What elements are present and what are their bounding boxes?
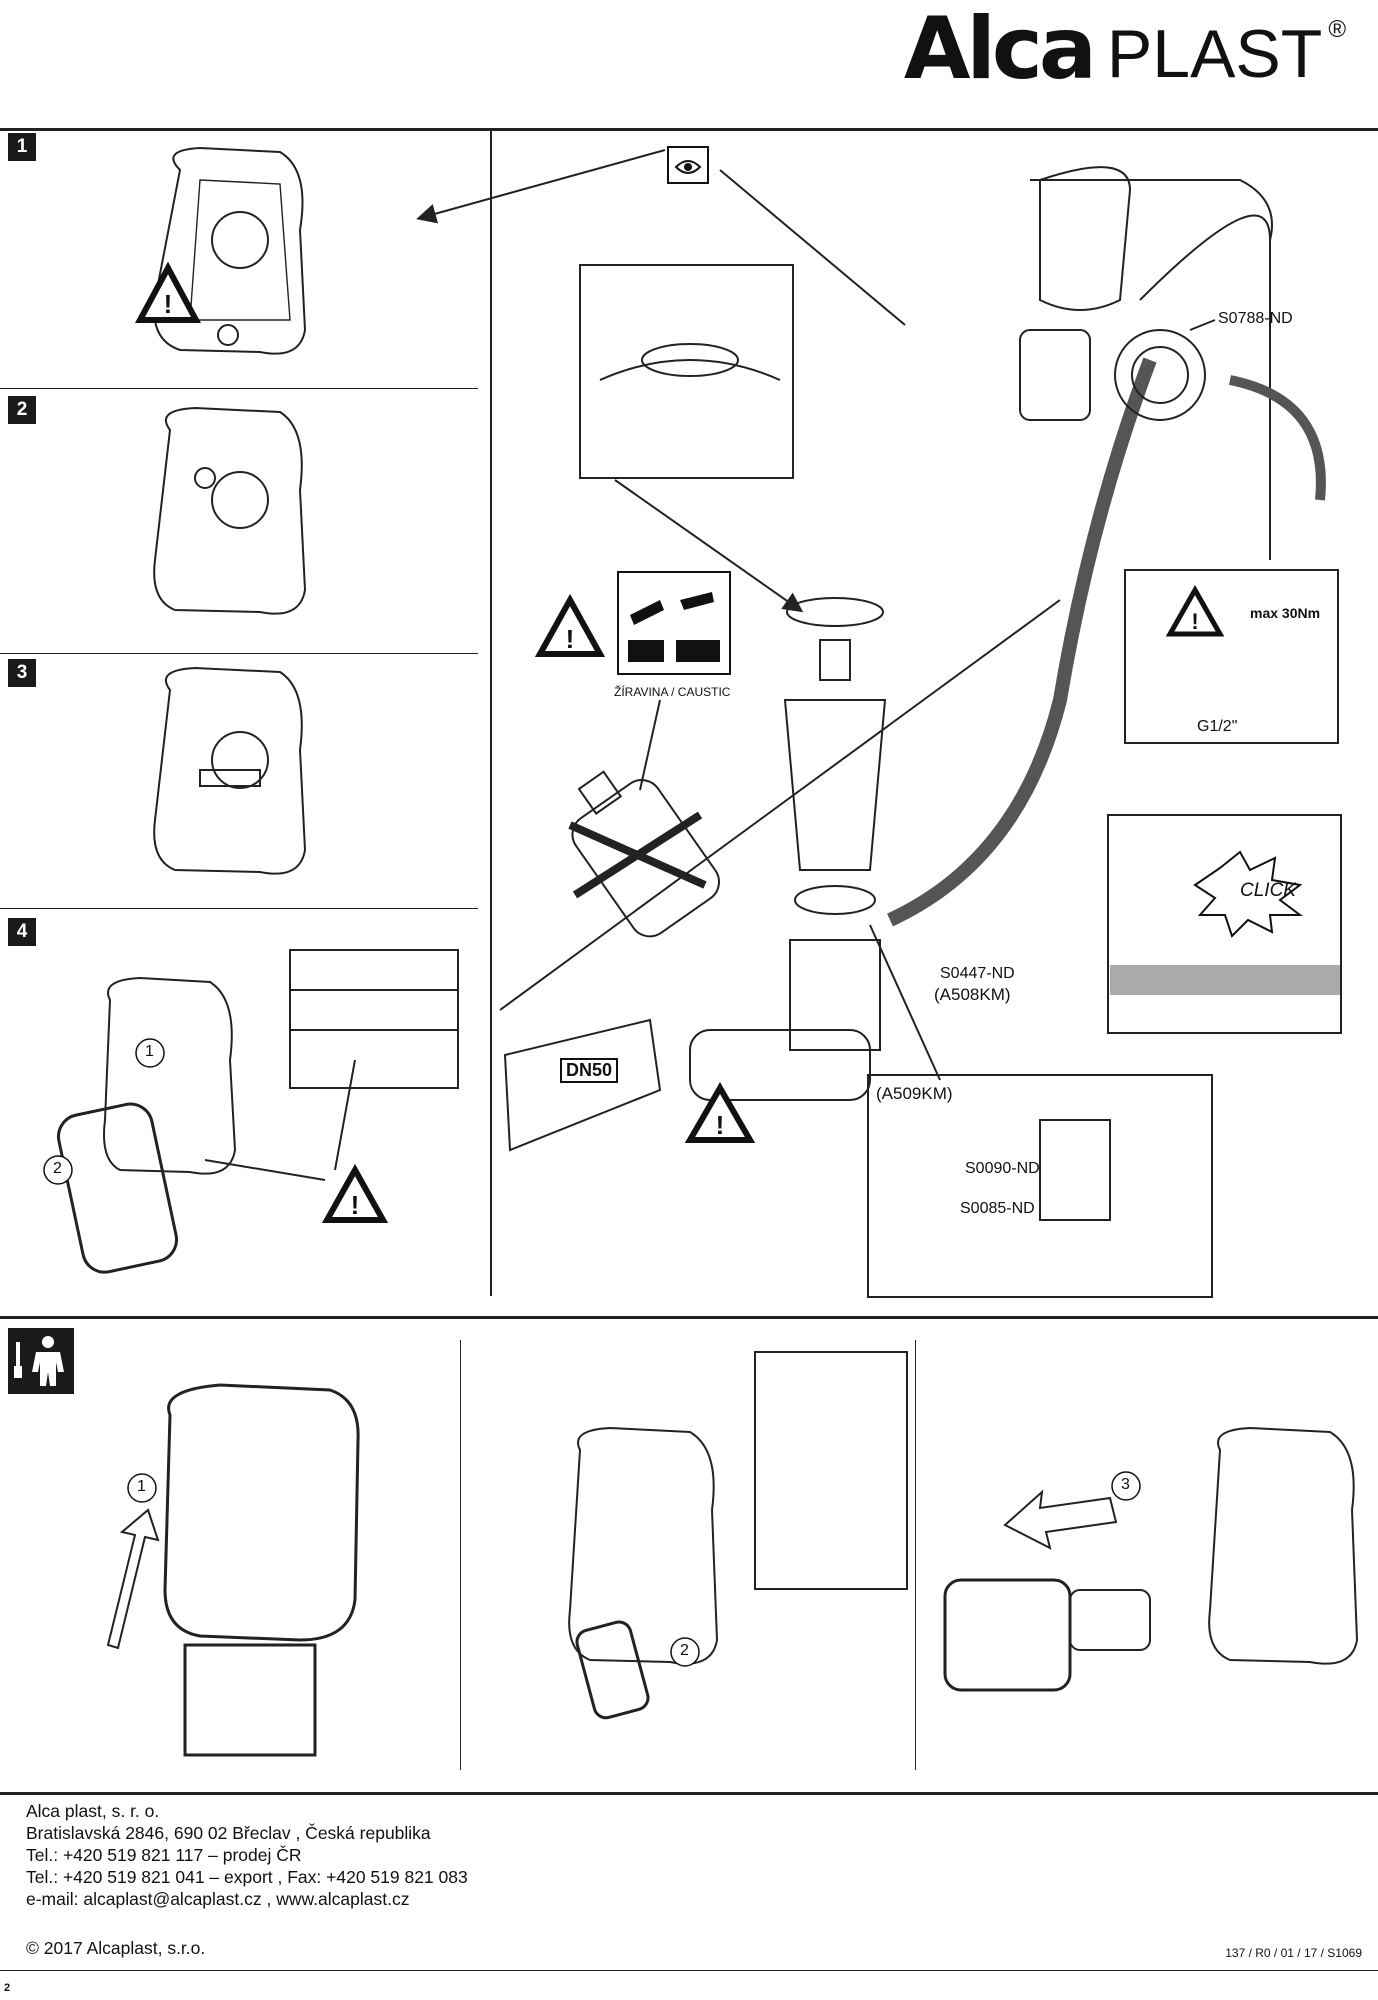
- circle-label-b3: 3: [1121, 1476, 1130, 1493]
- eye-icon: [667, 146, 709, 184]
- step2-overflow-housing: [153, 406, 307, 615]
- tools-worker-glyph: [14, 1336, 64, 1386]
- warning-icon-torque: !: [1165, 584, 1225, 637]
- circle-label-b2: 2: [680, 1642, 689, 1659]
- step-3-badge: 3: [8, 659, 36, 687]
- label-caustic: ŽÍRAVINA / CAUSTIC: [614, 685, 731, 699]
- number-circles: [43, 1038, 1141, 1667]
- page-number: 2: [4, 1982, 11, 1994]
- label-s0085: S0085-ND: [960, 1200, 1035, 1217]
- circle-label-4-2: 2: [53, 1160, 62, 1177]
- left-arrow-icon: [1003, 1489, 1118, 1550]
- svg-text:!: !: [164, 289, 173, 319]
- mid-rule: [0, 1316, 1378, 1319]
- step-4-badge: 4: [8, 918, 36, 946]
- inset-pop-up-plug: [579, 264, 794, 479]
- step3-overflow-housing: [153, 666, 307, 875]
- step4-assembly: [57, 949, 459, 1274]
- label-a508: (A508KM): [934, 985, 1011, 1004]
- bottom-final-housing: [943, 1426, 1359, 1692]
- bottom-divider-1: [460, 1340, 461, 1770]
- click-burst: [1193, 850, 1303, 938]
- warning-icon-caustic: !: [534, 593, 606, 657]
- circle-label-4-1: 1: [145, 1043, 154, 1060]
- warning-icon: !: [134, 261, 202, 323]
- footer-copyright: © 2017 Alcaplast, s.r.o.: [26, 1938, 206, 1958]
- vertical-divider: [490, 131, 492, 1296]
- bathtub-outline: [499, 179, 1273, 1011]
- footer-code-rule: [0, 1970, 1378, 1971]
- bottom-install-housing: [568, 1351, 908, 1720]
- step-1-badge: 1: [8, 133, 36, 161]
- step1-overflow-housing: [153, 146, 307, 355]
- alcaplast-logo: Alca PLAST ®: [904, 6, 1346, 92]
- label-click: CLICK: [1240, 880, 1296, 901]
- logo-alca: Alca: [903, 0, 1097, 99]
- svg-text:!: !: [716, 1110, 725, 1140]
- logo-registered: ®: [1328, 16, 1346, 43]
- label-g12: G1/2": [1197, 718, 1238, 735]
- footer-tel-2: Tel.: +420 519 821 041 – export , Fax: +…: [26, 1867, 468, 1887]
- step-divider-3: [0, 908, 478, 909]
- top-rule: [0, 128, 1378, 131]
- footer-company: Alca plast, s. r. o.: [26, 1801, 160, 1821]
- inset-click-detail: [1107, 814, 1342, 1034]
- label-s0447: S0447-ND: [940, 965, 1015, 982]
- up-arrow-icon: [106, 1508, 160, 1650]
- logo-plast: PLAST: [1106, 16, 1323, 92]
- step-2-badge: 2: [8, 396, 36, 424]
- footer-email: e-mail: alcaplast@alcaplast.cz , www.alc…: [26, 1889, 410, 1909]
- label-s0090: S0090-ND: [965, 1160, 1040, 1177]
- step-divider-1: [0, 388, 478, 389]
- inset-connection-detail: [1124, 569, 1339, 744]
- footer-contact: Alca plast, s. r. o. Bratislavská 2846, …: [26, 1800, 468, 1910]
- svg-text:!: !: [1191, 609, 1198, 634]
- label-s0788: S0788-ND: [1218, 310, 1293, 327]
- label-a509: (A509KM): [876, 1084, 953, 1103]
- corrosive-pictogram: [617, 571, 731, 675]
- drain-assembly: [503, 597, 887, 1152]
- overflow-exploded-parts: [1019, 166, 1326, 501]
- footer-tel-1: Tel.: +420 519 821 117 – prodej ČR: [26, 1845, 302, 1865]
- svg-text:!: !: [351, 1190, 360, 1220]
- warning-icon-step4: !: [321, 1163, 389, 1223]
- footer-rule: [0, 1792, 1378, 1795]
- circle-label-b1: 1: [137, 1478, 146, 1495]
- footer-doc-code: 137 / R0 / 01 / 17 / S1069: [1225, 1946, 1362, 1960]
- footer-address: Bratislavská 2846, 690 02 Břeclav , Česk…: [26, 1823, 431, 1843]
- bottom-cover-panel: [163, 1383, 360, 1757]
- label-max-torque: max 30Nm: [1250, 605, 1321, 621]
- inset-drain-parts: [867, 1074, 1213, 1298]
- caustic-bottle: [571, 770, 720, 938]
- label-dn50: DN50: [560, 1058, 619, 1083]
- bottom-divider-2: [915, 1340, 916, 1770]
- svg-text:!: !: [566, 624, 575, 654]
- tools-worker-icon: [8, 1328, 74, 1394]
- flexible-hose: [887, 357, 1157, 927]
- warning-icon-drain: !: [684, 1081, 756, 1143]
- step-divider-2: [0, 653, 478, 654]
